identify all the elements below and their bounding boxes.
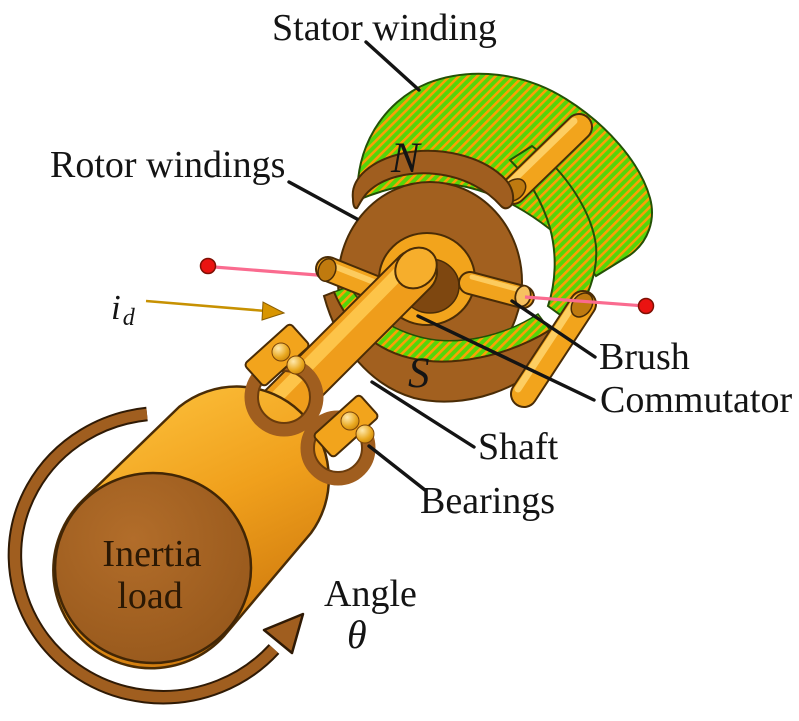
pole-label-s: S [408,350,430,397]
bearing-2 [300,394,379,486]
bearing-2-ball [355,424,375,444]
brush-left-cap [317,258,337,282]
leader-shaft [370,380,476,449]
leader-brush [510,299,597,359]
label-angle: Angle [324,573,417,615]
bearing-1-ball [271,342,291,362]
lower-pole-bar [510,290,597,408]
bearing-1 [244,323,324,437]
label-commutator: Commutator [600,379,792,421]
rotation-arrowhead [262,612,305,655]
current-arrow [145,299,286,321]
bearing-2-ball [340,411,360,431]
terminal-left [199,257,217,275]
leader-stator-winding [364,40,421,92]
label-brush: Brush [599,336,690,378]
label-rotor-windings: Rotor windings [50,144,285,186]
terminal-right [637,297,655,315]
pole-label-n: N [390,135,422,182]
rotation-arrow [7,406,305,705]
shaft-end-cap [394,246,438,290]
current-arrowhead [261,301,286,321]
wire-left [213,265,331,278]
inertia-load-face [53,471,253,665]
north-pole-arc [351,149,515,210]
leader-rotor-windings [287,180,359,221]
label-bearings: Bearings [420,480,555,522]
label-stator-winding: Stator winding [272,7,497,49]
upper-pole-bar [499,113,593,205]
label-shaft: Shaft [478,426,559,468]
label-theta: θ [347,612,367,657]
inertia-load-label-line1: Inertia [102,533,201,575]
leader-commutator [416,314,596,402]
wire-right [524,295,646,308]
brush-right [458,271,535,309]
inertia-load-label-line2: load [117,575,182,617]
leader-bearings [367,444,427,492]
bearing-1-ball [286,355,306,375]
current-symbol: id [111,288,136,331]
